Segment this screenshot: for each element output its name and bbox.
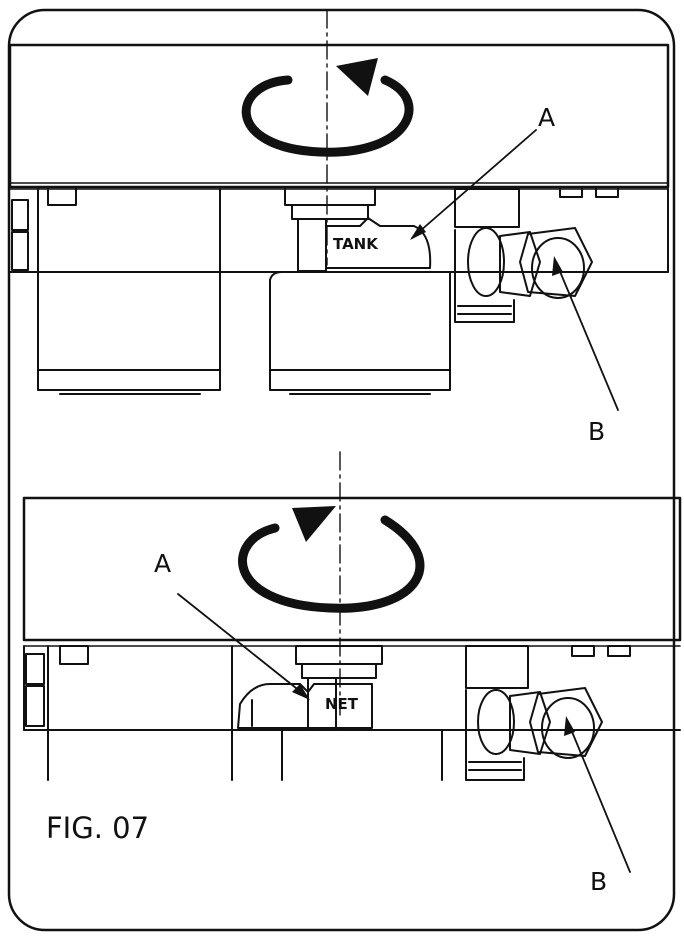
top-callout-a-leader [411,129,537,239]
bottom-bolt-right-2 [607,645,631,657]
top-fitting-cap [519,227,593,297]
top-callout-a: A [538,103,555,132]
top-callout-a-arrowhead [410,224,426,240]
bottom-callout-b: B [590,867,607,896]
top-tank-lever [325,217,432,269]
top-valve-nut-lower [291,204,369,220]
top-valve-stem [297,218,327,272]
top-rotation-arrow [241,75,414,157]
bottom-lever-text: NET [325,695,359,713]
bottom-fitting-body [465,645,529,689]
bottom-callout-a: A [154,549,171,578]
bottom-fitting-elbow [465,689,525,781]
top-bolt-right-2 [595,186,619,198]
bottom-fitting-cap [529,687,603,757]
top-bolt-right [559,186,583,198]
top-fitting-collar [467,227,505,297]
bottom-fitting-collar [477,689,515,755]
top-callout-b-arrowhead [552,256,563,276]
bottom-net-lever [237,683,373,729]
bottom-rotation-arrowhead [292,506,336,542]
bottom-fitting-hex-nut [509,691,551,755]
bottom-rotation-arrow [238,515,425,613]
bottom-bolt-left [59,645,89,665]
top-bolt-left [47,186,77,206]
bottom-fitting-cap-face [541,697,595,759]
bottom-callout-a-leader [177,593,307,697]
top-left-tab [11,199,29,231]
top-rotation-arrowhead [336,58,378,96]
top-left-tab-2 [11,231,29,271]
bottom-left-tab [25,653,45,685]
top-middle-canister-top [269,271,283,281]
figure-label: FIG. 07 [46,811,149,845]
top-left-canister [37,188,221,391]
bottom-callout-b-arrowhead [564,716,575,736]
bottom-left-tab-2 [25,685,45,727]
top-fitting-body [454,188,520,228]
bottom-valve-nut-lower [301,663,377,679]
bottom-view: NET A B [22,451,682,896]
bottom-valve-nut [295,645,383,665]
bottom-callout-b-leader [567,721,631,873]
top-callout-b: B [588,417,605,446]
figure-frame [7,8,676,932]
top-fitting-cap-face [531,237,585,299]
top-middle-canister [269,271,451,391]
bottom-callout-a-arrowhead [292,684,310,700]
top-callout-b-leader [555,261,619,411]
top-fitting-hex-nut [499,231,541,297]
top-view: TANK A B [8,9,670,446]
bottom-valve-stem [307,677,337,731]
top-fitting-elbow [454,229,515,323]
top-lever-text: TANK [333,235,379,253]
bottom-housing [22,496,682,642]
bottom-bolt-right [571,645,595,657]
